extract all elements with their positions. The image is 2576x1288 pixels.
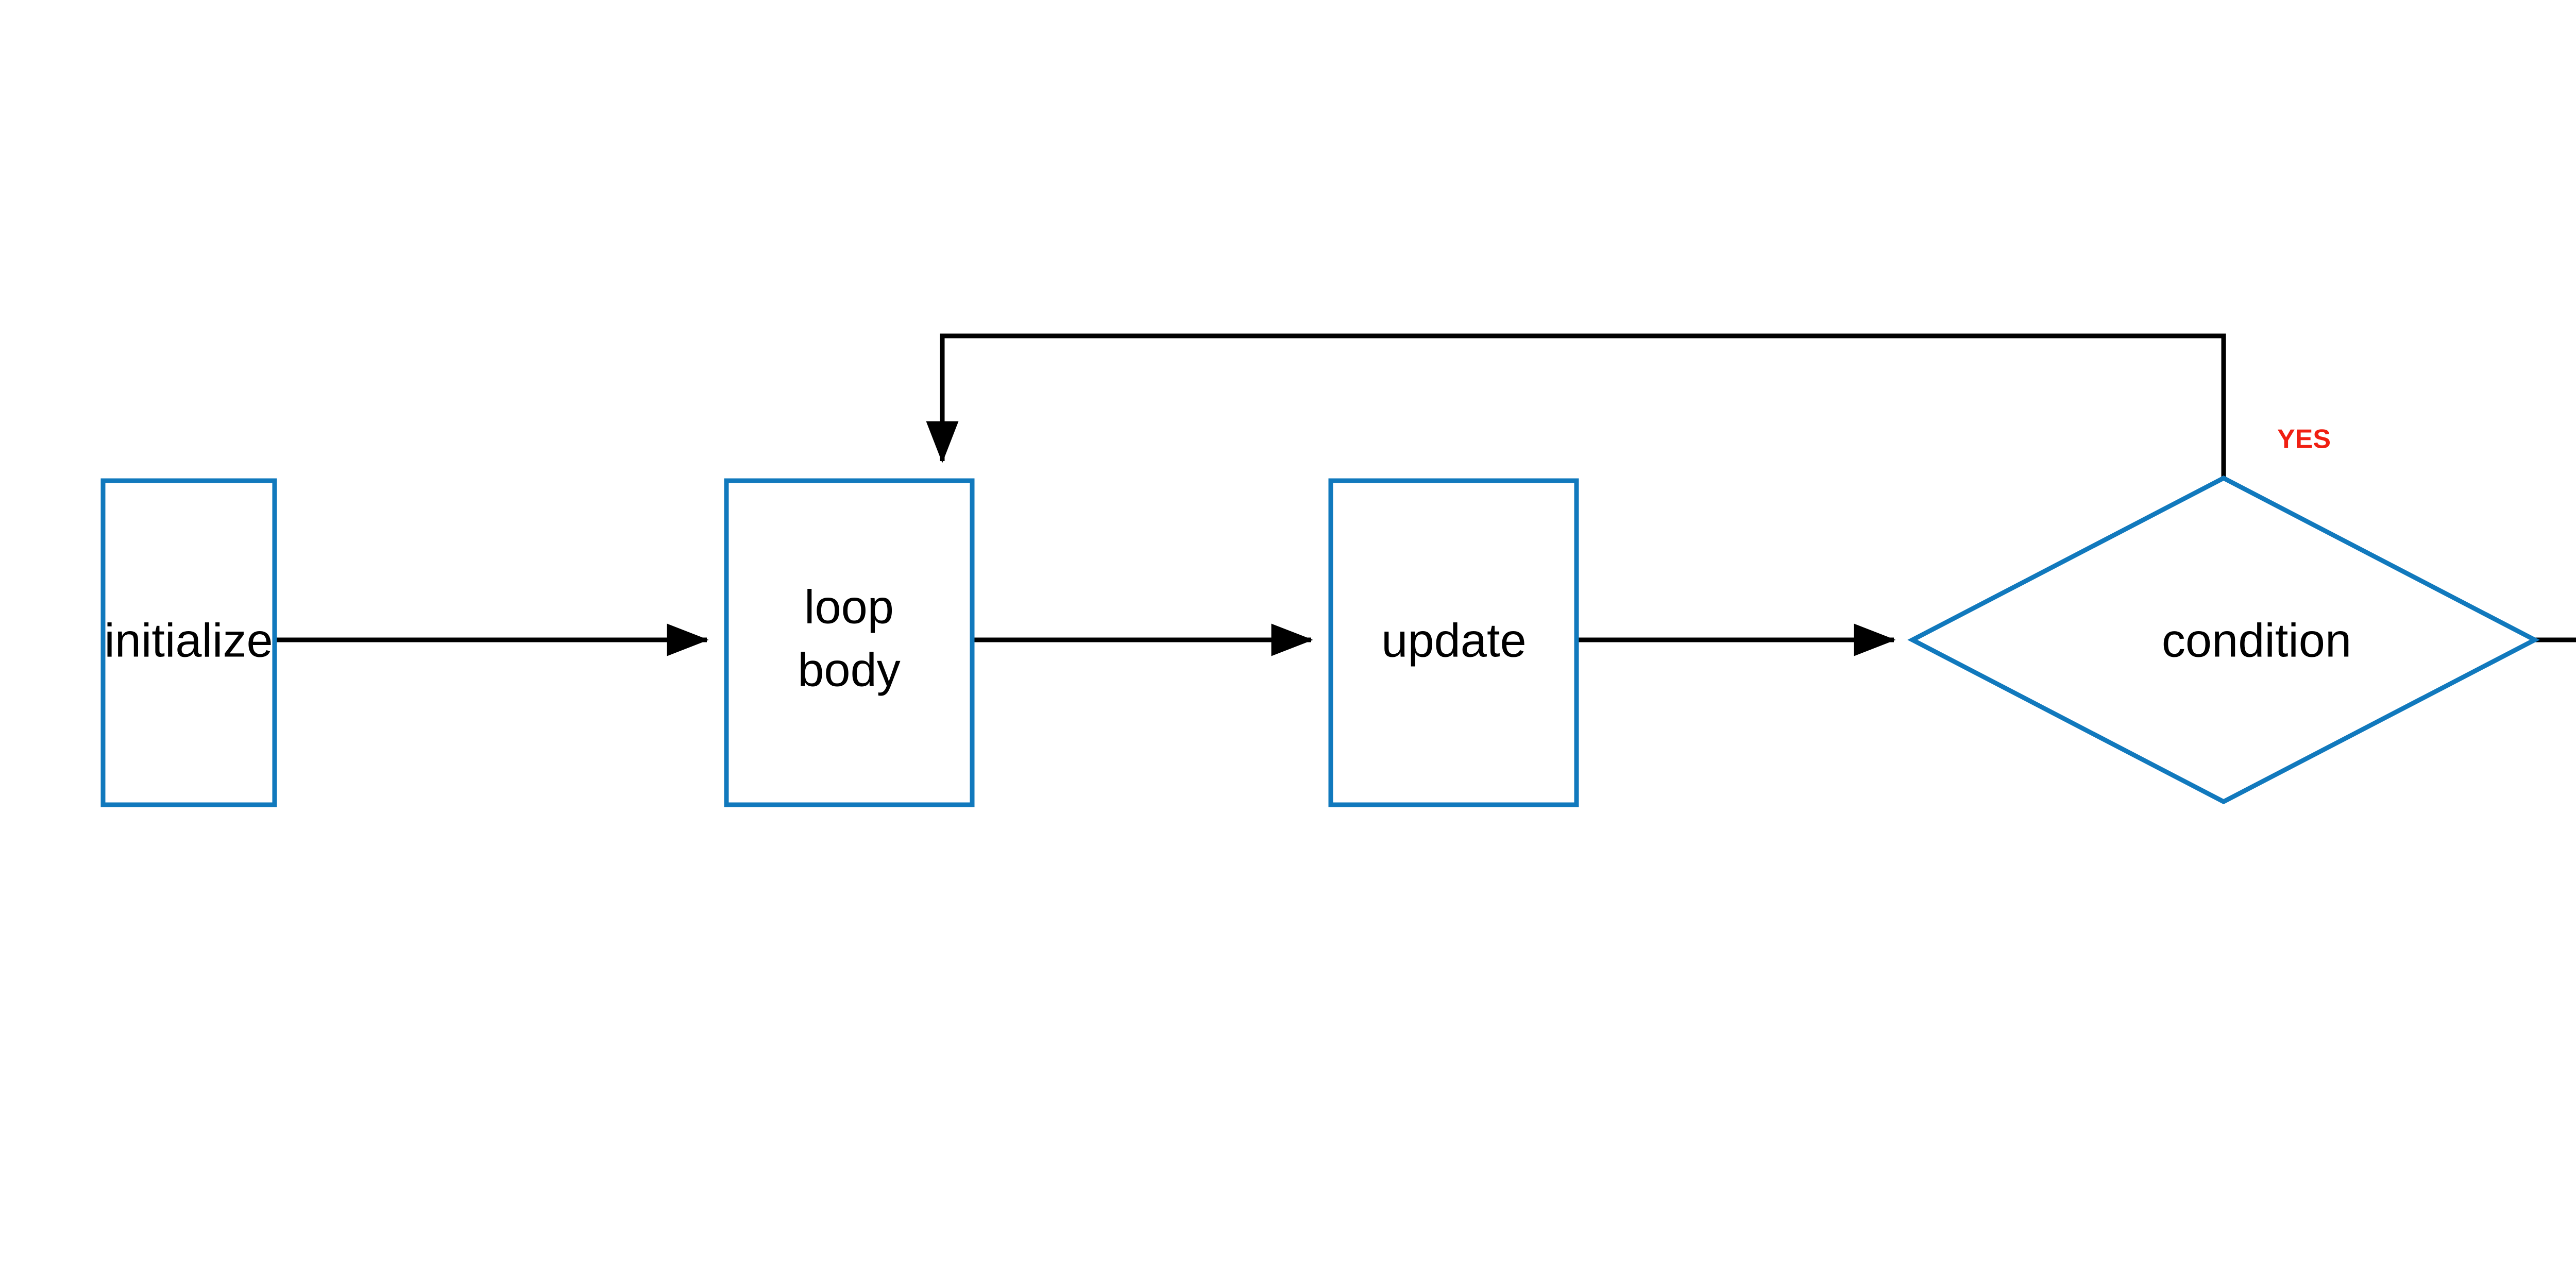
node-update-shape[interactable]: [1328, 478, 1579, 807]
node-loop-body[interactable]: loop body: [724, 478, 975, 807]
edge-condition-to-loop-body-yes: [926, 333, 2226, 478]
node-initialize[interactable]: initialize: [100, 478, 277, 807]
node-update-label: update: [1381, 614, 1526, 667]
node-loop-body-shape[interactable]: [724, 478, 975, 807]
node-initialize-label: initialize: [104, 614, 273, 667]
edge-line: [926, 333, 2226, 478]
node-update[interactable]: update: [1328, 478, 1579, 807]
node-condition[interactable]: condition: [1907, 475, 2540, 805]
node-condition-shape[interactable]: [1907, 475, 2540, 805]
node-condition-label: condition: [2162, 614, 2351, 667]
node-loop-body-label-line2: body: [798, 643, 901, 696]
node-loop-body-label-line1: loop: [804, 581, 894, 633]
node-initialize-shape[interactable]: [100, 478, 277, 807]
yes-branch-label: YES: [2277, 425, 2331, 454]
